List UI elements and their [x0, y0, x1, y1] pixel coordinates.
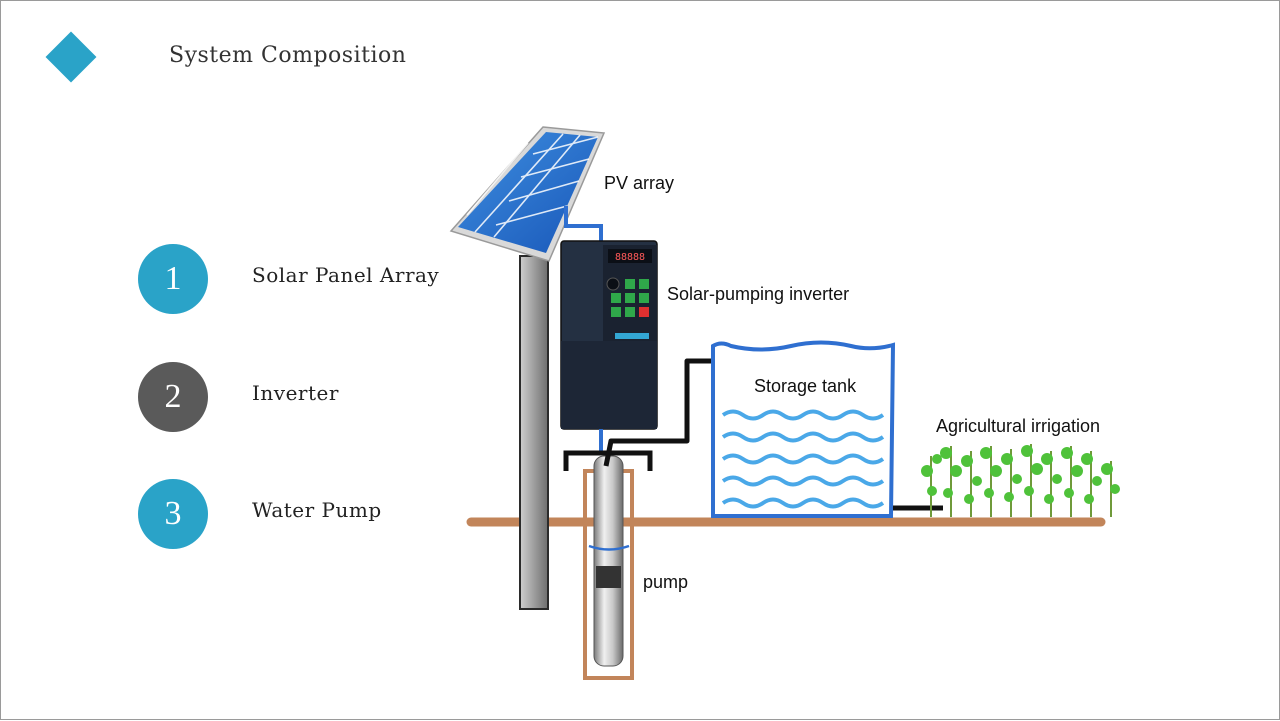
- inverter-diagram-label: Solar-pumping inverter: [667, 284, 850, 304]
- irrigation-label: Agricultural irrigation: [936, 416, 1101, 436]
- pole: [519, 255, 549, 610]
- storage-tank-label: Storage tank: [754, 376, 857, 396]
- component-label-solar: Solar Panel Array: [252, 263, 440, 287]
- number-badge-2: 2: [138, 362, 208, 432]
- page-title: System Composition: [169, 43, 407, 68]
- storage-tank-icon: [711, 340, 896, 518]
- component-label-pump: Water Pump: [252, 498, 382, 522]
- number-badge-3: 3: [138, 479, 208, 549]
- number-badge-1: 1: [138, 244, 208, 314]
- outlet-pipe: [603, 358, 738, 467]
- pump-icon: [588, 455, 630, 667]
- solar-panel-icon: [449, 126, 606, 262]
- pv-array-label: PV array: [604, 173, 675, 193]
- inverter-display: 88888: [615, 252, 645, 263]
- inverter-icon: 88888: [560, 240, 658, 430]
- pv-cable: [564, 206, 603, 246]
- component-label-inverter: Inverter: [252, 381, 339, 405]
- pump-diagram-label: pump: [643, 572, 689, 592]
- plants-icon: [921, 444, 1120, 517]
